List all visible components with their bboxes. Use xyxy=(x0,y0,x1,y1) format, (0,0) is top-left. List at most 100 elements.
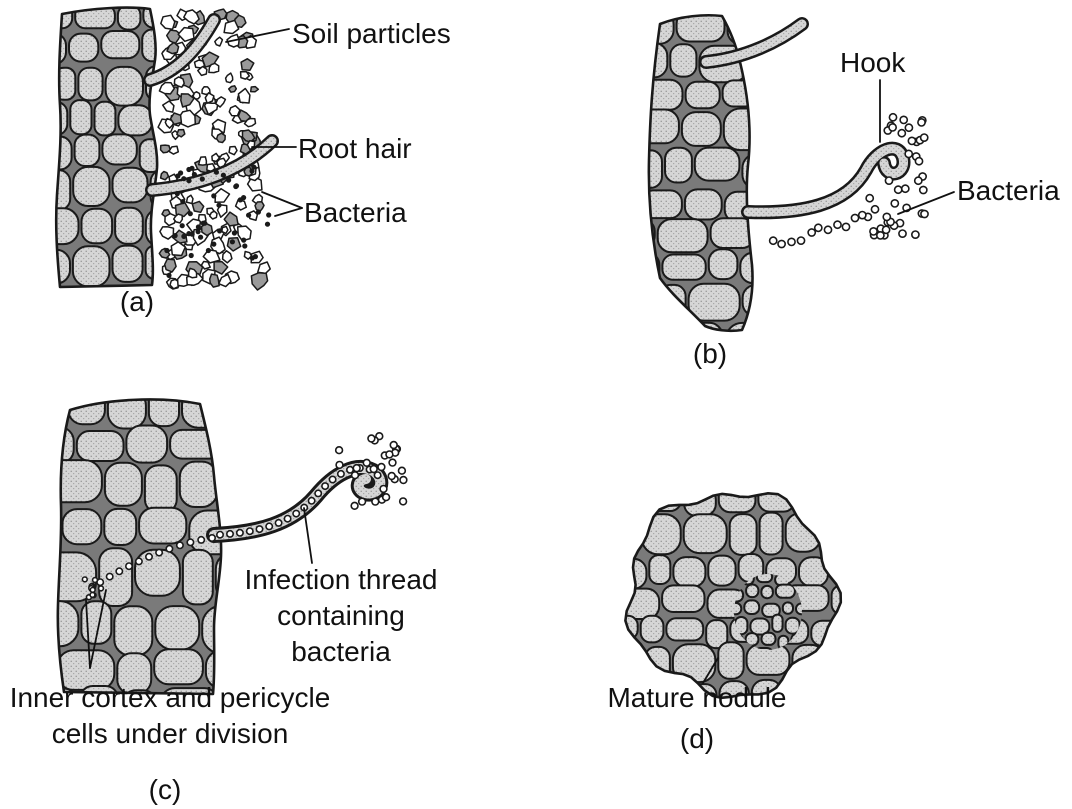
label-soil-particles: Soil particles xyxy=(292,18,451,49)
bacterium xyxy=(211,193,216,198)
bacterium xyxy=(908,137,915,144)
cell xyxy=(799,557,828,586)
bacterium xyxy=(883,226,890,233)
bacterium xyxy=(400,498,407,505)
caption-d: (d) xyxy=(680,723,714,754)
cell xyxy=(69,34,98,62)
caption-b: (b) xyxy=(693,338,727,369)
bacterium xyxy=(400,477,407,484)
bacterium xyxy=(250,255,255,260)
bacterium xyxy=(834,221,841,228)
cell xyxy=(161,288,191,318)
bacterium xyxy=(871,206,878,213)
label-infection-thread-line-2: containing xyxy=(277,600,405,631)
bacterium xyxy=(164,248,169,253)
cell xyxy=(139,508,186,544)
bacterium xyxy=(232,230,237,235)
cell xyxy=(31,289,61,321)
cell xyxy=(685,189,722,219)
cell xyxy=(785,681,818,724)
cell xyxy=(641,190,682,218)
soil-particle xyxy=(226,73,233,83)
cell xyxy=(599,517,639,556)
soil-particle xyxy=(229,147,237,155)
bacterium xyxy=(189,166,194,171)
cell xyxy=(719,485,756,512)
label-infection-thread-line-3: bacteria xyxy=(291,636,391,667)
bacterium xyxy=(770,237,777,244)
bacterium xyxy=(90,588,95,593)
bacterium xyxy=(192,172,197,177)
bacterium xyxy=(338,471,344,477)
bacterium xyxy=(198,235,203,240)
cell xyxy=(108,390,146,429)
leader-line-infection-thread xyxy=(304,508,312,563)
cell xyxy=(633,11,674,44)
root-tissue xyxy=(25,387,281,728)
bacterium xyxy=(173,233,178,238)
cell xyxy=(786,513,821,552)
cell xyxy=(636,43,667,78)
cell xyxy=(40,427,74,464)
soil-particle xyxy=(222,227,228,234)
soil-particle xyxy=(229,106,240,116)
cell xyxy=(126,426,167,463)
soil-particle xyxy=(258,262,271,273)
bacterium xyxy=(266,523,272,529)
cell xyxy=(224,427,273,462)
panel-a: Soil particles Root hair Bacteria (a) xyxy=(30,3,450,322)
cell xyxy=(106,67,143,106)
bacterium xyxy=(372,498,379,505)
bacterium xyxy=(230,239,235,244)
soil-particle xyxy=(160,227,174,239)
bacterium xyxy=(206,248,211,253)
soil-particle xyxy=(229,86,237,92)
soil-particle xyxy=(192,201,203,212)
cell xyxy=(220,462,278,509)
bacterium xyxy=(247,528,253,534)
cell xyxy=(113,246,143,282)
caption-c: (c) xyxy=(149,774,182,805)
cell xyxy=(145,465,177,512)
cell xyxy=(759,80,810,106)
label-bacteria-b: Bacteria xyxy=(957,175,1060,206)
bacterium xyxy=(189,253,194,258)
bacterium xyxy=(216,203,221,208)
soil-particle xyxy=(161,172,169,180)
cell xyxy=(135,550,180,596)
cell xyxy=(846,615,876,641)
cell xyxy=(154,649,203,684)
cell xyxy=(30,67,51,100)
bacterium xyxy=(188,211,193,216)
bacterium xyxy=(166,273,171,278)
cell xyxy=(118,105,152,135)
bacterium xyxy=(905,124,912,131)
soil-particle xyxy=(167,42,179,53)
cell xyxy=(180,462,218,507)
cell xyxy=(684,514,727,553)
bacterium xyxy=(399,467,406,474)
bacterium xyxy=(196,229,201,234)
cell xyxy=(101,31,139,58)
bacterium xyxy=(370,466,377,473)
cell xyxy=(689,284,740,321)
soil-particle xyxy=(217,133,226,142)
caption-a: (a) xyxy=(120,286,154,317)
bacterium xyxy=(175,173,180,178)
cell xyxy=(776,585,795,598)
bacterium xyxy=(196,224,201,229)
cell xyxy=(44,460,102,502)
cell xyxy=(70,100,91,134)
leader-line-bacteria-a-1 xyxy=(262,192,302,208)
bacterium xyxy=(885,177,892,184)
soil-particle xyxy=(215,189,229,203)
cell xyxy=(673,557,705,587)
cell xyxy=(634,80,683,110)
soil-particle xyxy=(161,15,175,29)
cell xyxy=(832,585,855,614)
cell xyxy=(615,589,659,619)
bacterium xyxy=(315,490,321,496)
bacterium xyxy=(889,124,896,131)
label-mature-nodule: Mature nodule xyxy=(607,682,786,713)
